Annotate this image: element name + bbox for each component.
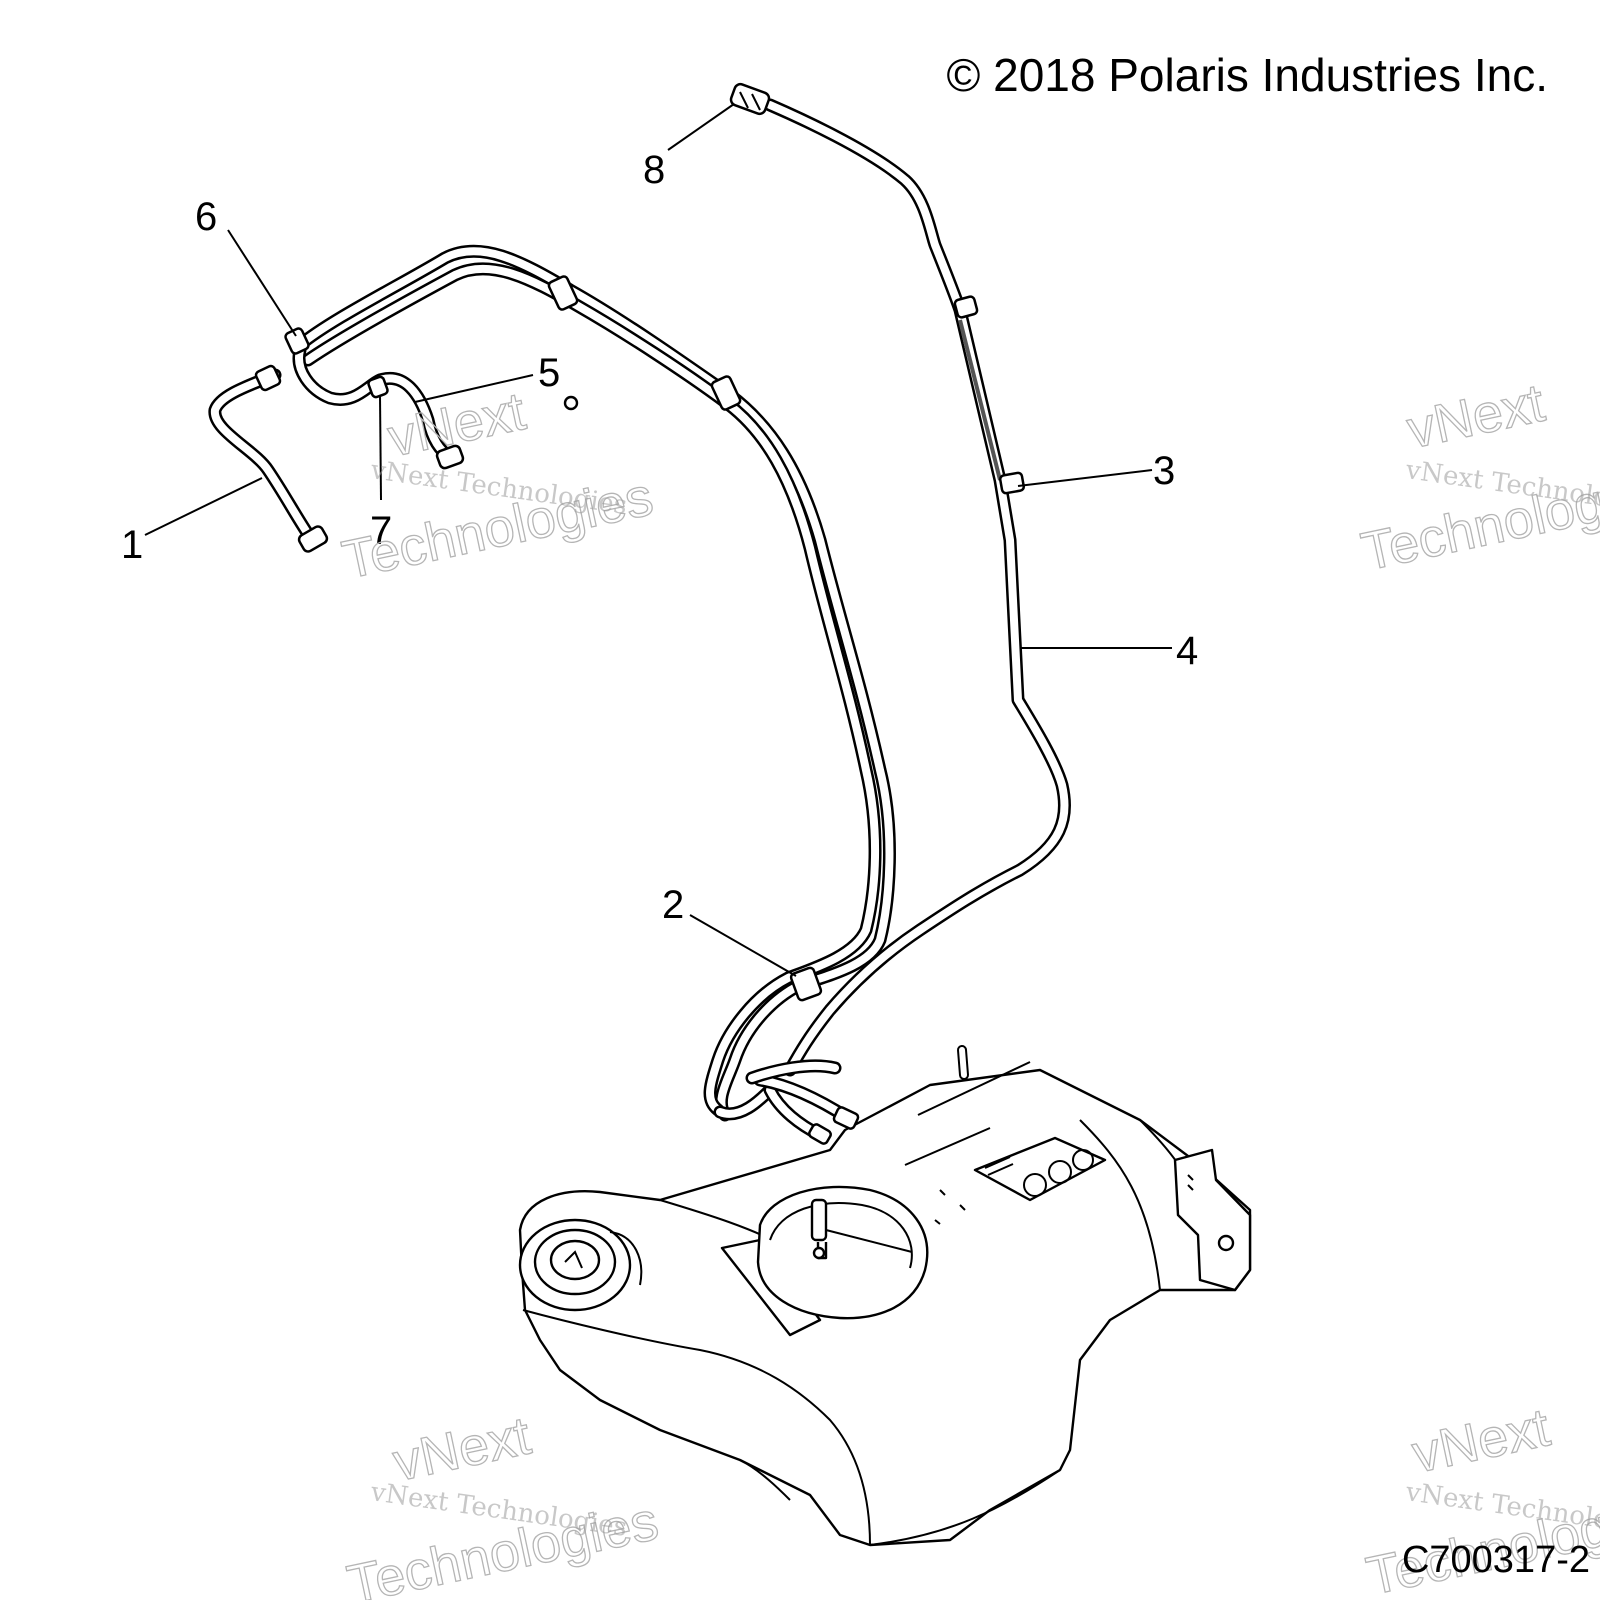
- callout-2: 2: [662, 883, 684, 927]
- callout-8: 8: [643, 148, 665, 192]
- leader-1: [144, 477, 263, 536]
- callout-1: 1: [121, 523, 143, 567]
- leader-lines: [144, 103, 1172, 977]
- clamp-fuel-upper: [953, 295, 979, 319]
- hose-clamps: [254, 82, 1026, 1002]
- svg-text:vNext: vNext: [1407, 1397, 1555, 1484]
- connector-8: [729, 82, 771, 116]
- fuel-filler-cap: [518, 1218, 643, 1312]
- svg-text:vNext: vNext: [1402, 373, 1550, 460]
- callout-7: 7: [370, 509, 392, 553]
- tank-connector-hoses: [745, 1059, 860, 1145]
- callout-labels: 1 2 3 4 5 6 7 8: [121, 148, 1198, 927]
- leader-6: [227, 229, 297, 337]
- clamp-7: [367, 375, 389, 399]
- leader-8: [667, 103, 735, 151]
- callout-5: 5: [538, 351, 560, 395]
- leader-2: [689, 914, 797, 977]
- leader-5: [414, 374, 534, 403]
- leader-3: [1017, 469, 1153, 487]
- hose-4-fuel-line: [763, 98, 1072, 1077]
- fuel-pump-module: [756, 1185, 929, 1320]
- tank-mount-bracket: [1173, 1148, 1252, 1292]
- fuel-tank: [518, 1045, 1252, 1547]
- callout-6: 6: [195, 195, 217, 239]
- copyright-notice: © 2018 Polaris Industries Inc.: [946, 49, 1548, 101]
- tank-decal: [973, 1136, 1107, 1202]
- leader-7: [379, 395, 382, 501]
- clamp-hose-1: [254, 364, 282, 392]
- clamp-2: [789, 966, 823, 1002]
- clamp-vent-mid: [710, 375, 742, 411]
- figure-code: C700317-2: [1401, 1539, 1590, 1581]
- callout-3: 3: [1153, 449, 1175, 493]
- clamp-vent-upper: [547, 275, 579, 311]
- callout-4: 4: [1176, 629, 1198, 673]
- hose-1: [208, 368, 329, 553]
- svg-text:vNext: vNext: [388, 1406, 536, 1493]
- svg-text:vNext: vNext: [383, 381, 531, 468]
- clamp-3: [998, 471, 1026, 495]
